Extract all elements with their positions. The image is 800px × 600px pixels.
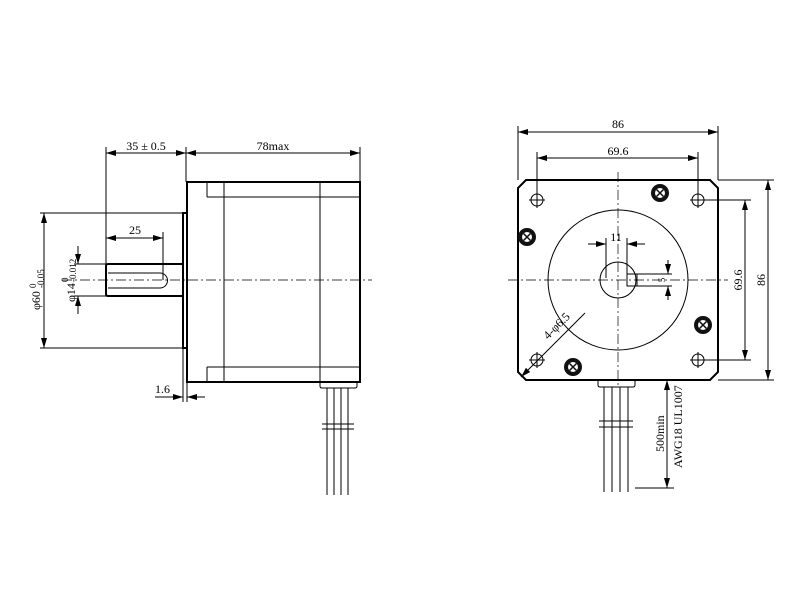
pilot-height-dim: 1.6 bbox=[155, 382, 170, 396]
shaft-tol-lower: -0.012 bbox=[68, 259, 78, 282]
shaft-circle bbox=[599, 261, 637, 299]
side-dimensions: 35 ± 0.5 78max 25 φ60 0 -0.05 φ14 0 -0.0… bbox=[28, 139, 361, 402]
screw-icon bbox=[518, 228, 536, 246]
front-view: 86 69.6 69.6 86 11 5 4-φ6.5 bbox=[508, 117, 774, 492]
wire-spec-label: AWG18 UL1007 bbox=[671, 385, 685, 468]
width-dim: 86 bbox=[612, 117, 624, 131]
pilot-tol-lower: -0.05 bbox=[36, 269, 46, 288]
flat-length-dim: 25 bbox=[129, 223, 141, 237]
shaft-key bbox=[626, 273, 638, 287]
key-width-dim: 11 bbox=[610, 230, 622, 244]
shaft-diameter-dim: φ14 bbox=[64, 283, 78, 302]
pilot-circle bbox=[547, 209, 689, 351]
mounting-hole bbox=[529, 352, 545, 368]
hole-spacing-dim: 69.6 bbox=[608, 144, 629, 158]
screw-icon bbox=[694, 316, 712, 334]
body-length-dim: 78max bbox=[257, 139, 290, 153]
mounting-hole bbox=[690, 192, 706, 208]
holes-dim: 4-φ6.5 bbox=[540, 310, 572, 342]
shaft bbox=[105, 263, 183, 297]
front-lead-wires bbox=[597, 380, 636, 492]
vertical-hole-spacing-dim: 69.6 bbox=[731, 270, 745, 291]
shaft-length-dim: 35 ± 0.5 bbox=[126, 139, 166, 153]
side-lead-wires bbox=[319, 382, 358, 495]
mounting-hole bbox=[529, 192, 545, 208]
screws bbox=[518, 184, 712, 376]
side-view: 35 ± 0.5 78max 25 φ60 0 -0.05 φ14 0 -0.0… bbox=[28, 139, 372, 495]
screw-icon bbox=[651, 184, 669, 202]
motor-body bbox=[186, 181, 361, 383]
shaft-tol-upper: 0 bbox=[60, 277, 70, 282]
screw-icon bbox=[564, 358, 582, 376]
height-dim: 86 bbox=[754, 274, 768, 286]
lead-length-dim: 500min bbox=[653, 415, 667, 452]
key-height-dim: 5 bbox=[657, 277, 667, 282]
pilot-tol-upper: 0 bbox=[28, 283, 38, 288]
front-flange bbox=[517, 179, 719, 381]
front-dimensions: 86 69.6 69.6 86 11 5 4-φ6.5 bbox=[517, 117, 774, 489]
pilot-diameter-dim: φ60 bbox=[29, 291, 43, 310]
mounting-hole bbox=[690, 352, 706, 368]
